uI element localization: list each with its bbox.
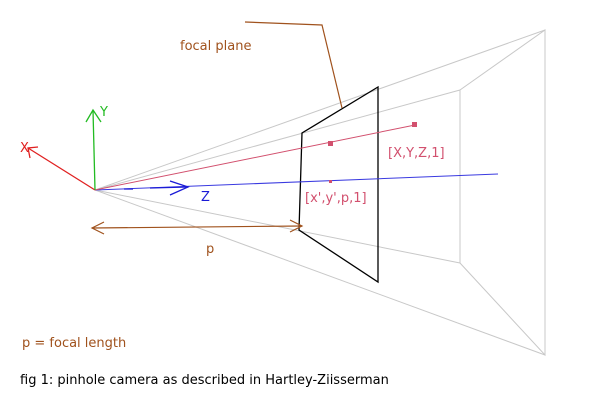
y-axis-arrowhead xyxy=(85,108,102,123)
focal-plane-label: focal plane xyxy=(180,39,251,54)
focal-plane-shape xyxy=(298,85,379,284)
world-point-label: [X,Y,Z,1] xyxy=(388,146,445,161)
image-point-label: [x',y',p,1] xyxy=(305,191,367,206)
focal-length-legend: p = focal length xyxy=(22,336,126,351)
frustum-edge-top xyxy=(94,29,546,191)
frustum-far-face xyxy=(459,29,546,357)
focal-plane-leader xyxy=(244,21,343,109)
projection-ray xyxy=(94,124,416,191)
focal-distance-label: p xyxy=(206,242,214,257)
frustum-edge-inner-top xyxy=(94,89,461,191)
focal-distance-arrow xyxy=(90,219,304,235)
image-point-marker xyxy=(328,141,333,146)
x-axis-label: X xyxy=(20,141,29,156)
focal-distance-line xyxy=(91,225,303,229)
focal-distance-arrowhead-right xyxy=(289,219,304,233)
x-axis xyxy=(27,146,96,191)
frustum-edge-bottom xyxy=(94,189,546,356)
y-axis xyxy=(85,108,102,191)
y-axis-label: Y xyxy=(99,105,108,120)
x-axis-line xyxy=(27,147,96,191)
x-axis-arrowhead xyxy=(27,146,39,159)
figure-caption: fig 1: pinhole camera as described in Ha… xyxy=(20,373,389,388)
principal-point-marker xyxy=(329,180,332,183)
z-axis xyxy=(124,180,190,196)
z-axis-line xyxy=(149,186,189,189)
focal-distance-arrowhead-left xyxy=(90,221,105,235)
world-point-marker xyxy=(412,122,417,127)
z-axis-arrowhead xyxy=(169,180,190,196)
y-axis-line xyxy=(92,109,96,191)
z-axis-label: Z xyxy=(201,190,210,205)
